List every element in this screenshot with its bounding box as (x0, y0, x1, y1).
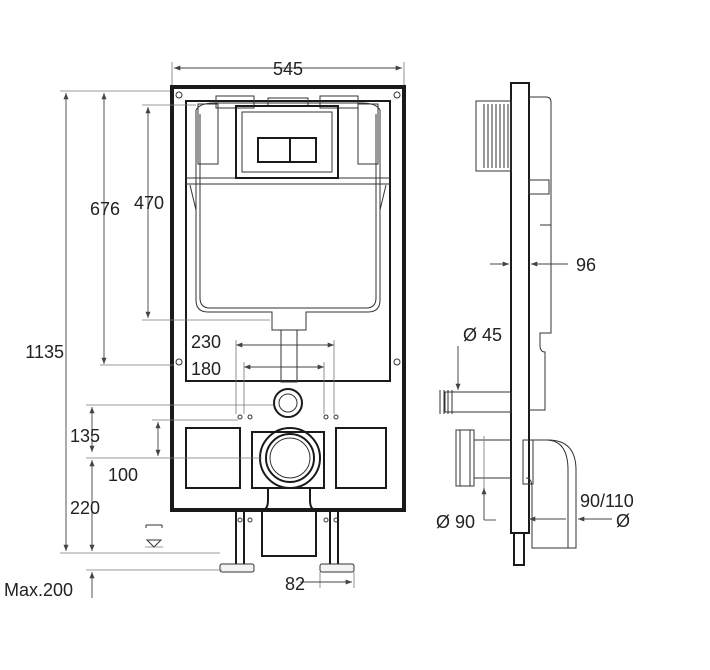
screw-icon (175, 91, 183, 99)
flush-button-icon (257, 137, 317, 163)
dim-180: 180 (191, 359, 221, 379)
drain-bend-side (474, 439, 577, 549)
dim-676: 676 (90, 199, 120, 219)
dim-96: 96 (576, 255, 596, 275)
drain-pipe-side (455, 429, 475, 487)
dim-max200: Max.200 (4, 580, 73, 600)
dim-470: 470 (134, 193, 164, 213)
front-dimensions: 545 1135 676 470 230 180 135 100 (4, 59, 405, 600)
dim-135: 135 (70, 426, 100, 446)
cistern-tank (195, 102, 381, 331)
dim-230: 230 (191, 332, 221, 352)
side-view (439, 82, 577, 566)
dim-100: 100 (108, 465, 138, 485)
inlet-pipe-side (444, 391, 512, 413)
screw-icon (393, 358, 401, 366)
side-leg (513, 532, 525, 566)
actuator-icon (475, 100, 512, 172)
dim-545: 545 (273, 59, 303, 79)
inlet-pipe-icon (273, 388, 303, 418)
dim-220: 220 (70, 498, 100, 518)
screw-icon (393, 91, 401, 99)
flush-plate-housing (235, 105, 339, 179)
foot-left (219, 563, 255, 573)
dim-diam90: Ø 90 (436, 512, 475, 532)
dim-diam45: Ø 45 (463, 325, 502, 345)
lower-panel-right (335, 427, 387, 489)
cistern-panel (185, 100, 391, 382)
frame-outline (170, 85, 406, 512)
dim-82: 82 (285, 574, 305, 594)
screw-icon (175, 358, 183, 366)
side-frame (510, 82, 530, 534)
foot-right (319, 563, 355, 573)
front-view (170, 85, 406, 573)
dim-90-110: 90/110 (580, 491, 634, 511)
dim-outlet-diam: Ø (616, 511, 630, 531)
drain-outlet-icon (259, 427, 321, 489)
dim-1135: 1135 (25, 342, 64, 362)
side-dimensions: 96 Ø 45 Ø 90 90/110 Ø (436, 255, 634, 532)
floor-level-icon (145, 524, 163, 548)
